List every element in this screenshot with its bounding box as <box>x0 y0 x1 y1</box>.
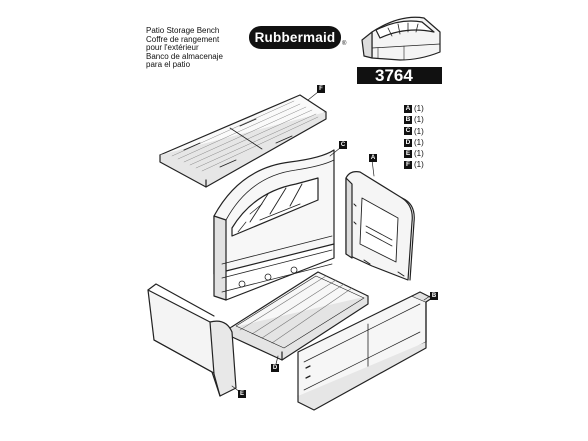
part-qty: (1) <box>414 126 424 136</box>
registered-mark: ® <box>342 41 347 47</box>
title-line: Coffre de rangement <box>146 34 220 44</box>
part-qty: (1) <box>414 115 424 125</box>
title-line: Patio Storage Bench <box>146 26 220 35</box>
parts-list-item: E (1) <box>404 148 424 159</box>
callout-a: A <box>369 154 377 162</box>
parts-list-item: F (1) <box>404 159 424 170</box>
part-letter: B <box>404 115 412 124</box>
callout-e: E <box>238 390 246 398</box>
product-title: Patio Storage Bench Coffre de rangement … <box>146 26 223 70</box>
model-number: 3764 <box>375 66 413 85</box>
callout-d: D <box>271 364 279 372</box>
part-letter: E <box>404 149 412 158</box>
title-line: Banco de almacenaje <box>146 51 223 61</box>
part-c-back-panel <box>213 149 335 301</box>
parts-list-item: D (1) <box>404 137 424 148</box>
brand-logo: Rubbermaid <box>249 26 341 49</box>
model-bar <box>357 67 442 84</box>
callout-f: F <box>317 85 325 93</box>
part-letter: C <box>404 127 412 136</box>
part-letter: D <box>404 138 412 147</box>
part-a-end-panel <box>345 171 415 281</box>
part-letter: F <box>404 161 412 170</box>
part-f-lid <box>159 94 327 188</box>
callout-c: C <box>339 141 347 149</box>
part-letter: A <box>404 104 412 113</box>
parts-list-item: A (1) <box>404 103 424 114</box>
parts-list-item: C (1) <box>404 126 424 137</box>
part-b-front-panel <box>297 291 433 411</box>
bench-thumbnail <box>361 16 441 61</box>
part-qty: (1) <box>414 137 424 147</box>
parts-list-item: B (1) <box>404 114 424 125</box>
part-qty: (1) <box>414 149 424 159</box>
part-qty: (1) <box>414 160 424 170</box>
part-qty: (1) <box>414 104 424 113</box>
title-line: pour l'extérieur <box>146 43 199 53</box>
parts-list: A (1) B (1) C (1) D (1) E (1) F (1) <box>404 103 424 171</box>
part-e-side-panel <box>147 283 237 397</box>
title-line: para el patio <box>146 60 191 70</box>
callout-b: B <box>430 292 438 300</box>
